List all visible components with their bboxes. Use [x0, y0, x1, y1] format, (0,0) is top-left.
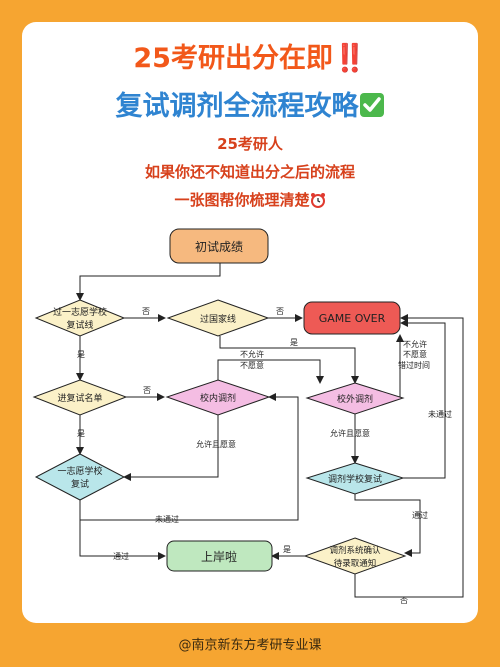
edge-adjust-retest-failed — [400, 319, 446, 479]
node-retest-list-label: 进复试名单 — [57, 392, 102, 404]
node-school-line-label-1: 过一志愿学校 — [53, 306, 107, 318]
node-start-label: 初试成绩 — [195, 239, 243, 254]
edge-internal-to-first-retest — [123, 415, 219, 481]
connectors — [76, 263, 464, 598]
node-external-adjust-decision: 校外调剂 — [305, 382, 405, 415]
title-line-2-text: 复试调剂全流程攻略 — [115, 91, 359, 122]
label-external-allowed: 允许且愿意 — [330, 428, 370, 438]
edge-internal-to-external — [217, 359, 324, 384]
title-line-1-text: 25考研出分在即 — [133, 43, 333, 74]
double-exclamation-icon: ‼️ — [332, 43, 367, 74]
label-adjust-retest-failed: 未通过 — [428, 409, 452, 419]
node-ashore: 上岸啦 — [166, 540, 273, 572]
label-confirm-no: 否 — [400, 596, 408, 605]
alarm-clock-icon — [310, 192, 326, 212]
node-national-line-decision: 过国家线 — [166, 299, 270, 337]
node-first-retest-label-2: 复试 — [71, 478, 89, 490]
subtitle-line-3: 一张图帮你梳理清楚 — [0, 189, 500, 212]
node-first-choice-retest: 一志愿学校 复试 — [34, 453, 126, 501]
edge-national-to-external — [219, 336, 359, 384]
subtitle-line-1: 25考研人 — [217, 135, 283, 153]
node-adjust-retest-label: 调剂学校复试 — [328, 473, 382, 485]
label-internal-not-willing: 不愿意 — [240, 360, 264, 370]
label-adjust-retest-passed: 通过 — [412, 510, 428, 520]
node-confirm-label-2: 待录取通知 — [334, 558, 377, 569]
label-national-yes: 是 — [290, 338, 298, 347]
label-internal-not-allowed: 不允许 — [240, 349, 264, 359]
edge-labels: 否 否 是 是 否 不允许 不愿意 是 允许且愿意 允许且愿意 不允许 不愿意 … — [77, 307, 452, 605]
node-school-line-decision: 过一志愿学校 复试线 — [34, 299, 126, 337]
label-internal-allowed: 允许且愿意 — [196, 439, 236, 449]
node-game-over-label: GAME OVER — [319, 312, 386, 325]
footer-credit: @南京新东方考研专业课 — [178, 638, 322, 653]
label-external-missed-1: 不允许 — [403, 339, 427, 349]
label-school-yes: 是 — [77, 350, 85, 359]
label-first-retest-failed: 未通过 — [155, 514, 179, 524]
node-adjust-retest: 调剂学校复试 — [305, 462, 405, 495]
label-confirm-yes: 是 — [283, 545, 291, 554]
node-retest-list-decision: 进复试名单 — [32, 379, 128, 416]
label-retest-list-no: 否 — [143, 386, 151, 395]
label-national-no: 否 — [276, 307, 284, 316]
node-game-over: GAME OVER — [303, 301, 401, 335]
node-external-adjust-label: 校外调剂 — [337, 393, 373, 405]
subtitle-line-2: 如果你还不知道出分之后的流程 — [144, 163, 355, 181]
title-line-1: 25考研出分在即‼️ — [0, 36, 500, 75]
node-school-line-label-2: 复试线 — [66, 319, 93, 331]
edge-start-to-school-line — [76, 263, 221, 301]
node-internal-adjust-decision: 校内调剂 — [165, 379, 271, 416]
label-retest-list-yes: 是 — [77, 429, 85, 438]
check-mark-icon — [359, 92, 385, 125]
label-external-missed-3: 错过时间 — [398, 360, 430, 370]
label-first-retest-passed: 通过 — [113, 551, 129, 561]
node-ashore-label: 上岸啦 — [201, 549, 237, 564]
node-first-retest-label-1: 一志愿学校 — [57, 465, 102, 477]
edge-first-retest-failed — [79, 393, 299, 521]
title-line-2: 复试调剂全流程攻略 — [0, 84, 500, 125]
edge-first-retest-passed — [79, 500, 166, 560]
edge-confirm-no — [354, 314, 464, 598]
node-start: 初试成绩 — [169, 228, 269, 264]
node-internal-adjust-label: 校内调剂 — [200, 392, 236, 404]
label-external-missed-2: 不愿意 — [403, 349, 427, 359]
edge-adjust-retest-passed — [354, 494, 421, 557]
subtitle-line-3-text: 一张图帮你梳理清楚 — [174, 191, 310, 209]
node-confirm-label-1: 调剂系统确认 — [329, 545, 381, 556]
label-school-no: 否 — [142, 307, 150, 316]
node-confirm-decision: 调剂系统确认 待录取通知 — [303, 537, 407, 575]
node-national-line-label: 过国家线 — [200, 313, 236, 325]
